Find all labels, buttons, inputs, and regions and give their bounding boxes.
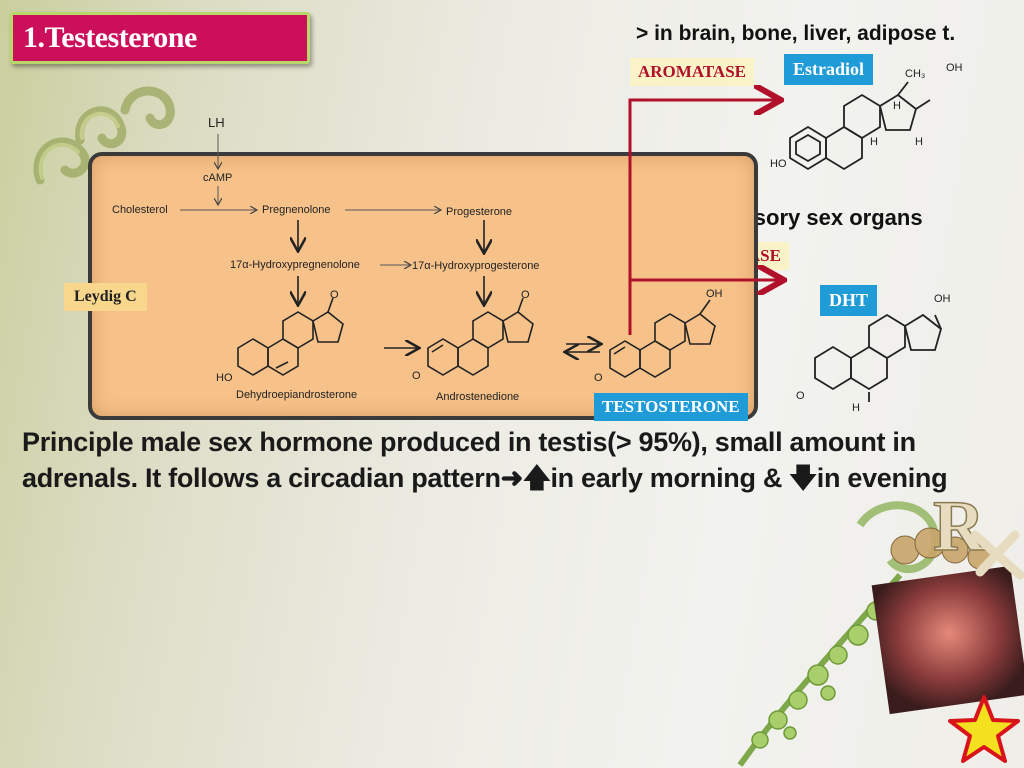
pathway-17a-hydroxyprogesterone: 17α-Hydroxyprogesterone	[412, 260, 540, 272]
structure-dhea	[237, 297, 344, 376]
chem-ch3-estradiol: CH₃	[905, 68, 926, 80]
structure-androstenedione	[427, 297, 534, 376]
description-line-1: Principle male sex hormone produced in t…	[22, 427, 916, 457]
steroidogenesis-pathway-panel	[88, 152, 758, 420]
chem-ho-dhea: HO	[216, 372, 233, 384]
pathway-lh: LH	[208, 115, 225, 130]
chem-o-dhea: O	[330, 289, 339, 301]
pathway-cholesterol: Cholesterol	[112, 204, 168, 216]
chem-oh-dht: OH	[934, 293, 951, 305]
chem-oh-testosterone: OH	[706, 288, 723, 300]
pathway-drawing	[180, 81, 943, 402]
description-text: Principle male sex hormone produced in t…	[22, 424, 1022, 496]
decorative-swirl-left	[33, 86, 175, 185]
description-line-2b: in early morning &	[550, 463, 790, 493]
pathway-17a-hydroxypregnenolone: 17α-Hydroxypregnenolone	[230, 259, 360, 271]
description-line-2c: in evening	[816, 463, 948, 493]
chem-h-estradiol-2: H	[870, 136, 878, 148]
chem-h-estradiol-3: H	[915, 136, 923, 148]
chem-o-andro-left: O	[412, 370, 421, 382]
pathway-pregnenolone: Pregnenolone	[262, 204, 331, 216]
svg-text:R: R	[933, 486, 986, 566]
pathway-progesterone: Progesterone	[446, 206, 513, 218]
label-leydig-cell: Leydig C	[64, 283, 147, 311]
pathway-dhea: Dehydroepiandrosterone	[236, 389, 358, 401]
pathway-camp: cAMP	[203, 172, 233, 184]
chem-h-estradiol-1: H	[893, 100, 901, 112]
pathway-androstenedione: Androstenedione	[436, 391, 520, 403]
rx-symbol-icon: R	[932, 485, 1024, 580]
chem-ho-estradiol: HO	[770, 158, 787, 170]
chem-oh-estradiol: OH	[946, 62, 963, 74]
description-line-2a: adrenals. It follows a circadian pattern	[22, 463, 501, 493]
enzyme-aromatase: AROMATASE	[630, 58, 754, 86]
structure-testosterone	[609, 299, 716, 378]
structure-estradiol	[789, 81, 931, 171]
label-testosterone: TESTOSTERONE	[594, 393, 748, 421]
chem-o-testosterone: O	[594, 372, 603, 384]
chem-o-dht: O	[796, 390, 805, 402]
arrow-down-icon: 🡇	[789, 463, 817, 493]
label-dht: DHT	[820, 285, 878, 316]
arrow-right-icon: ➜	[500, 463, 524, 493]
arrow-to-estradiol	[628, 100, 775, 335]
label-estradiol: Estradiol	[784, 54, 874, 85]
note-brain-bone-liver: > in brain, bone, liver, adipose t.	[636, 22, 956, 45]
chem-o-andro-top: O	[521, 289, 530, 301]
star-icon	[948, 695, 1020, 763]
arrow-up-icon: 🡅	[522, 463, 551, 493]
chem-h-dht: H	[852, 402, 860, 414]
slide-title: 1.Testesterone	[10, 12, 310, 64]
structure-dht	[814, 313, 943, 402]
decorative-vine-bottom-right	[737, 501, 1024, 767]
